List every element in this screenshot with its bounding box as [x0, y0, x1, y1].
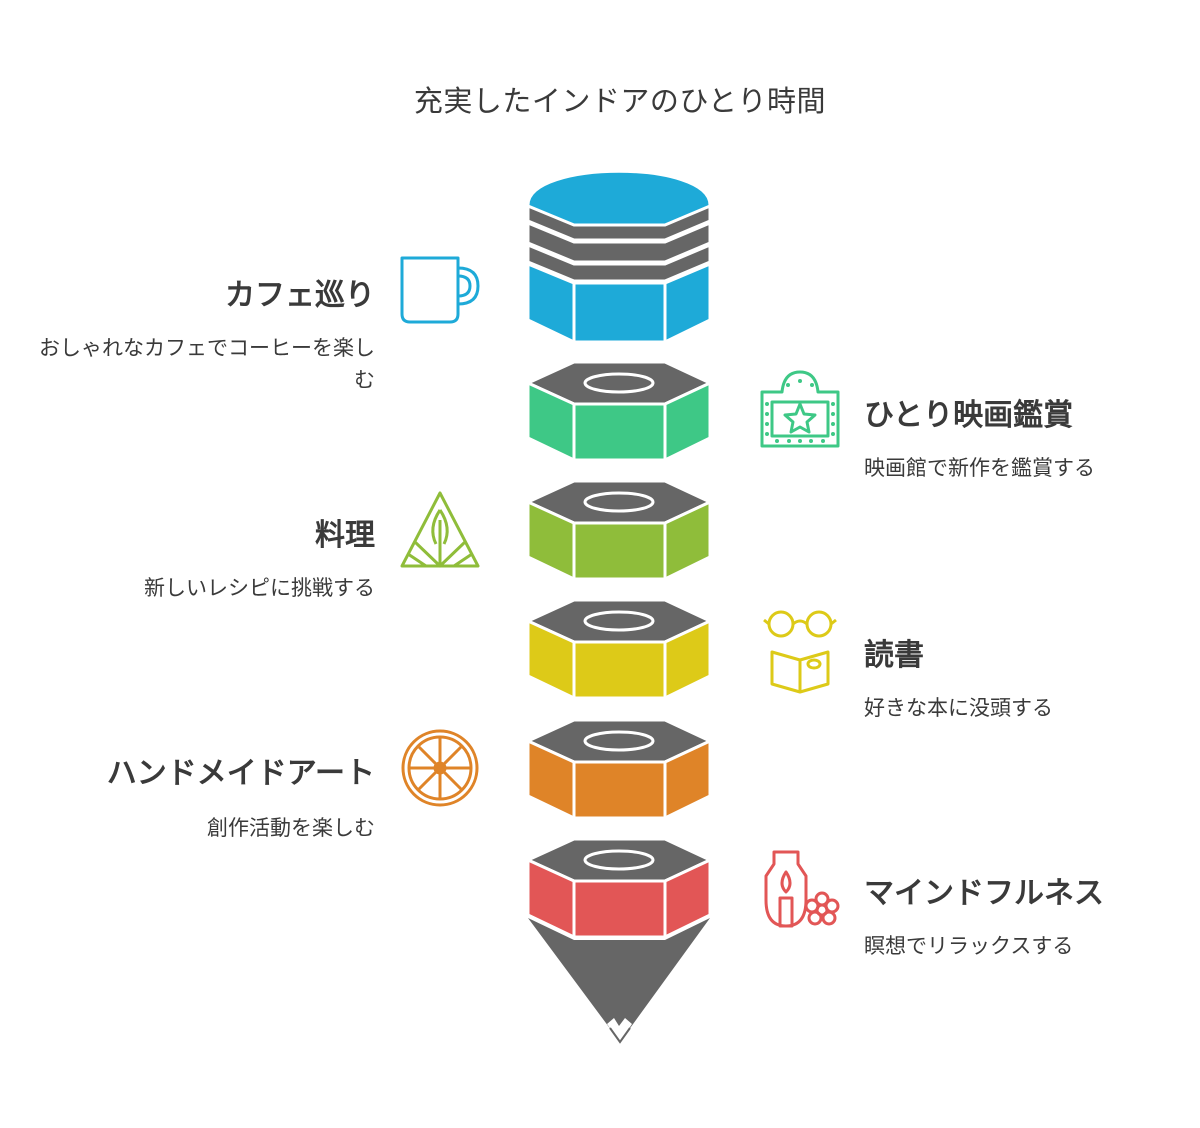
desc-handmade: 創作活動を楽しむ	[207, 816, 375, 840]
label-movie: ひとり映画鑑賞	[864, 398, 1074, 433]
pencil-tip	[528, 918, 710, 1044]
pencil-segment-green	[524, 360, 714, 462]
label-cooking: 料理	[315, 518, 375, 553]
aroma-diffuser-icon	[764, 850, 840, 928]
label-cafe: カフェ巡り	[225, 278, 375, 313]
pencil-segment-yellow	[524, 598, 714, 700]
coffee-mug-icon	[400, 256, 480, 324]
label-mindfulness: マインドフルネス	[864, 876, 1104, 911]
label-reading: 読書	[864, 638, 924, 673]
pencil-segment-red	[524, 837, 714, 939]
desc-reading: 好きな本に没頭する	[864, 696, 1053, 720]
pencil-segment-orange	[524, 718, 714, 820]
glasses-book-icon	[763, 610, 837, 694]
desc-cooking: 新しいレシピに挑戦する	[144, 576, 375, 600]
theater-star-icon	[760, 370, 840, 448]
pencil-segment-lime	[524, 479, 714, 581]
desc-movie: 映画館で新作を鑑賞する	[864, 456, 1095, 480]
rice-ball-icon	[400, 491, 480, 568]
citrus-wheel-icon	[401, 729, 479, 807]
diagram-title: 充実したインドアのひとり時間	[413, 84, 827, 118]
pencil-cap-blue	[526, 169, 712, 344]
label-handmade: ハンドメイドアート	[106, 756, 375, 791]
desc-mindfulness: 瞑想でリラックスする	[864, 934, 1074, 958]
desc-cafe: おしゃれなカフェでコーヒーを楽しむ	[39, 336, 375, 392]
